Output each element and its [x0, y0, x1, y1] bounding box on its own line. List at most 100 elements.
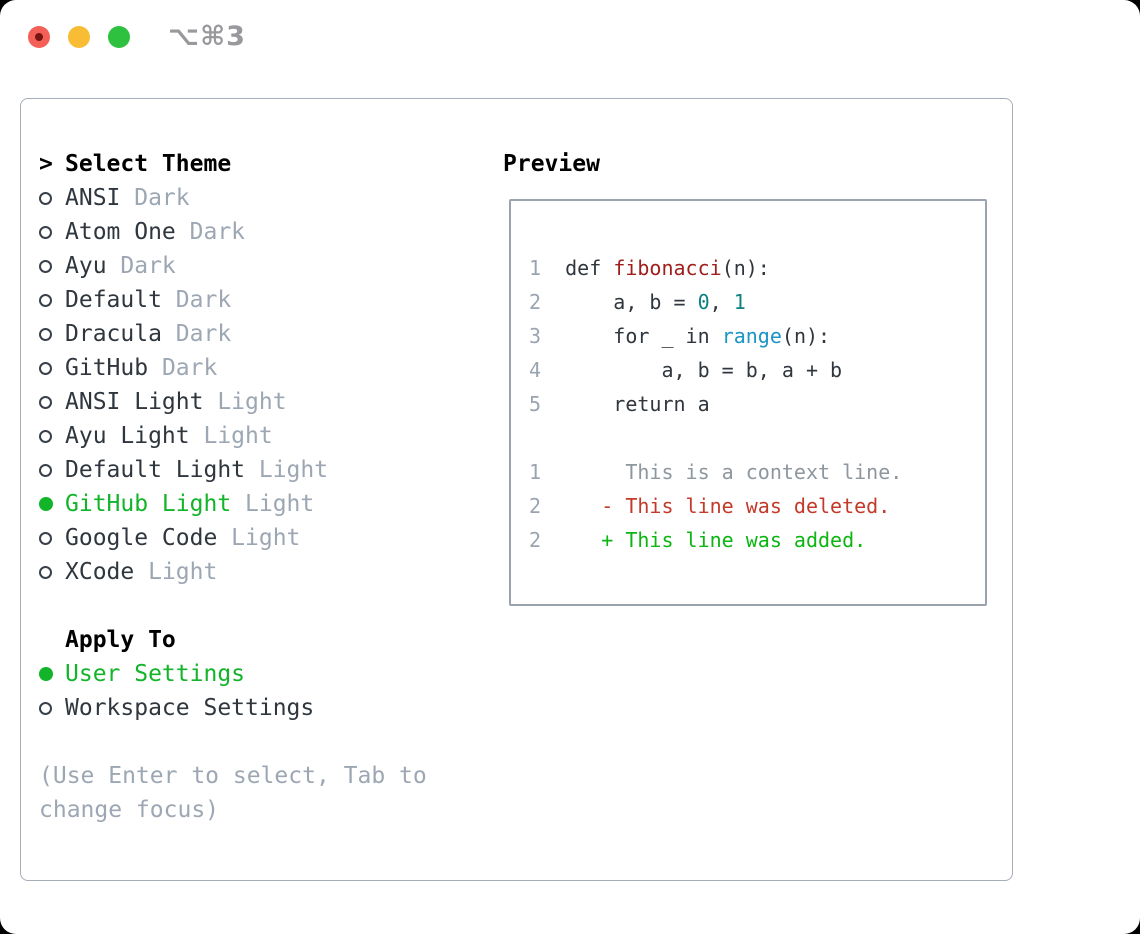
code-line: 2 + This line was added.	[529, 523, 975, 557]
line-number: 2	[529, 290, 542, 314]
code-segment: in	[685, 324, 710, 348]
radio-circle	[39, 191, 52, 205]
code-segment: range	[721, 324, 782, 348]
code-segment: (n):	[721, 256, 770, 280]
code-line: 1 This is a context line.	[529, 455, 975, 489]
theme-name-label: ANSI	[65, 185, 121, 211]
code-segment: ,	[709, 290, 734, 314]
theme-variant-label: Dark	[134, 185, 190, 211]
theme-variant-label: Dark	[161, 355, 218, 381]
code-segment: return	[613, 392, 686, 416]
code-segment: a	[685, 392, 710, 416]
apply-to-title: Apply To	[65, 627, 176, 653]
theme-name-label: XCode	[65, 559, 135, 585]
theme-variant-label: Light	[203, 423, 273, 449]
theme-variant-label: Light	[258, 457, 329, 483]
traffic-lights	[28, 26, 130, 48]
code-segment: 1	[733, 290, 746, 314]
theme-option-ayu[interactable]: Ayu Dark	[39, 249, 503, 283]
theme-variant-label: Dark	[120, 253, 176, 279]
apply-option-user-settings[interactable]: User Settings	[39, 657, 503, 691]
window-title: ⌥⌘3	[168, 21, 246, 52]
radio-icon	[39, 463, 65, 477]
apply-to-header: Apply To	[39, 623, 503, 657]
radio-circle	[39, 701, 52, 715]
theme-name-label: Google Code	[65, 525, 218, 551]
code-segment: for	[613, 324, 650, 348]
code-segment	[710, 324, 722, 348]
code-segment	[541, 460, 625, 484]
preview-title: Preview	[503, 151, 600, 177]
code-segment: This is a context line.	[625, 460, 903, 484]
minimize-button[interactable]	[68, 26, 90, 48]
preview-panel: Preview 1 def fibonacci(n):2 a, b = 0, 1…	[503, 147, 996, 880]
radio-icon	[39, 191, 65, 205]
theme-option-default[interactable]: Default Dark	[39, 283, 503, 317]
select-theme-title: Select Theme	[65, 151, 232, 177]
close-button[interactable]	[28, 26, 50, 48]
code-segment: + This line was added.	[601, 528, 867, 552]
code-segment	[601, 256, 613, 280]
titlebar: ⌥⌘3	[0, 0, 1140, 74]
code-segment: a, b =	[541, 290, 698, 314]
radio-icon	[39, 429, 65, 443]
radio-icon	[39, 361, 65, 375]
code-segment: a, b = b, a + b	[541, 358, 843, 382]
radio-circle	[39, 497, 53, 511]
code-segment: (n):	[781, 324, 831, 348]
line-number: 3	[529, 324, 542, 348]
theme-variant-label: Light	[217, 389, 287, 415]
code-segment: _	[649, 324, 686, 348]
radio-circle	[39, 327, 52, 341]
line-number: 4	[529, 358, 542, 382]
zoom-button[interactable]	[108, 26, 130, 48]
radio-circle	[39, 293, 52, 307]
theme-variant-label: Dark	[189, 219, 246, 245]
theme-variant-label: Dark	[175, 287, 232, 313]
code-line: 2 - This line was deleted.	[529, 489, 975, 523]
theme-option-ansi-light[interactable]: ANSI Light Light	[39, 385, 503, 419]
radio-circle	[39, 565, 52, 579]
code-line: 4 a, b = b, a + b	[529, 353, 975, 387]
code-segment: - This line was deleted.	[601, 494, 891, 518]
selection-cursor-icon: >	[39, 151, 53, 177]
theme-variant-label: Light	[148, 559, 218, 585]
radio-circle	[39, 361, 52, 375]
line-number: 5	[529, 392, 542, 416]
code-segment: fibonacci	[613, 256, 722, 280]
radio-icon	[39, 327, 65, 341]
code-segment	[541, 392, 613, 416]
radio-icon	[39, 259, 65, 273]
apply-option-label: User Settings	[65, 661, 246, 687]
select-theme-header: > Select Theme	[39, 147, 503, 181]
theme-option-xcode[interactable]: XCode Light	[39, 555, 503, 589]
theme-name-label: Dracula	[65, 321, 162, 347]
code-segment: 0	[697, 290, 710, 314]
radio-circle	[39, 395, 52, 409]
radio-icon	[39, 225, 65, 239]
theme-name-label: Ayu	[65, 253, 107, 279]
radio-circle	[39, 259, 52, 273]
code-line: 5 return a	[529, 387, 975, 421]
theme-name-label: GitHub	[65, 355, 149, 381]
radio-circle	[39, 463, 52, 477]
theme-option-ansi[interactable]: ANSI Dark	[39, 181, 503, 215]
theme-name-label: ANSI Light	[65, 389, 204, 415]
code-line: 2 a, b = 0, 1	[529, 285, 975, 319]
code-line: 3 for _ in range(n):	[529, 319, 975, 353]
radio-icon	[39, 701, 65, 715]
theme-option-github[interactable]: GitHub Dark	[39, 351, 503, 385]
theme-name-label: Default	[65, 287, 162, 313]
apply-option-workspace-settings[interactable]: Workspace Settings	[39, 691, 503, 725]
